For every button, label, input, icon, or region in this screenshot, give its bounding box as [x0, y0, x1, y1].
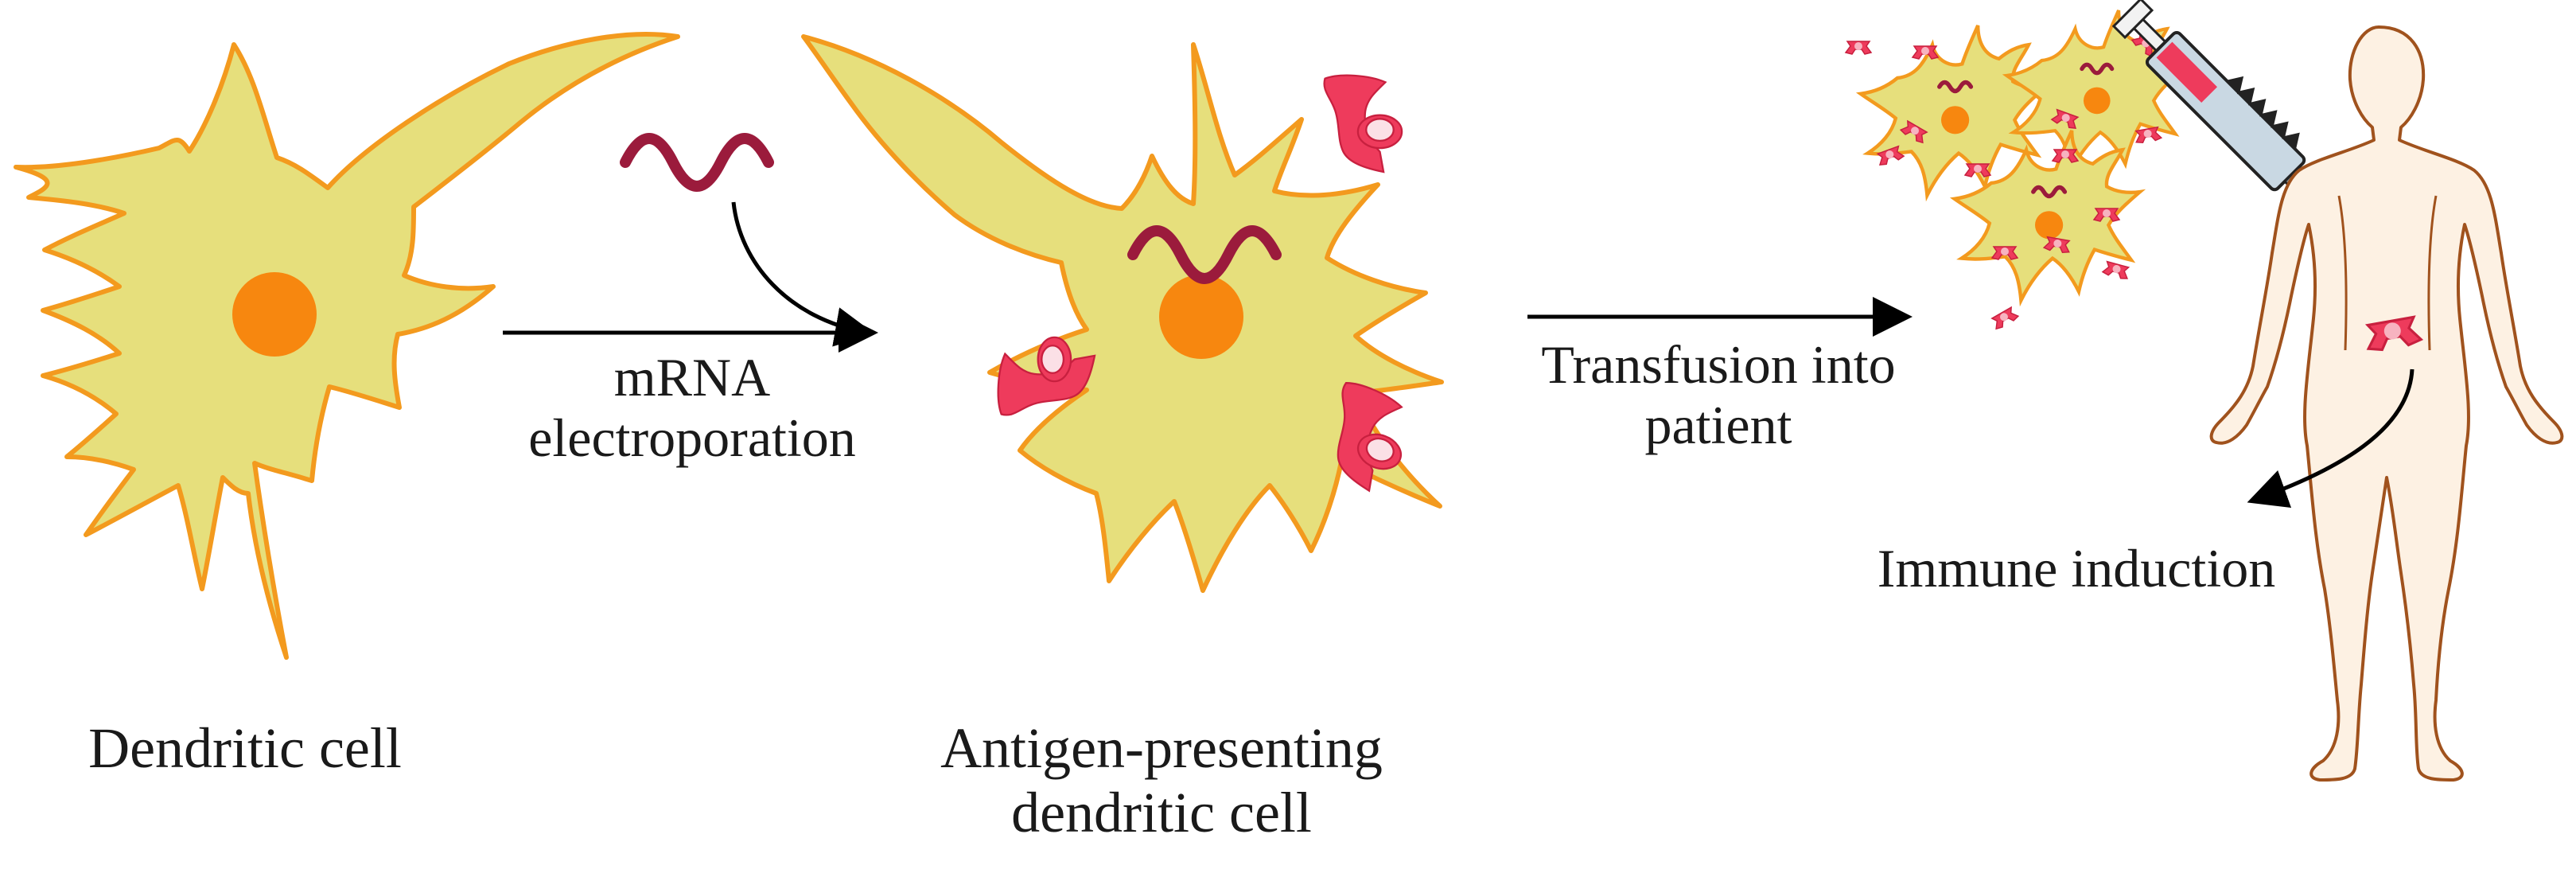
dendritic-cell-icon [14, 32, 680, 660]
human-body-icon [2209, 25, 2564, 782]
label-transfusion-line2: patient [1644, 395, 1792, 456]
label-apc-line2: dendritic cell [1011, 780, 1312, 844]
label-apc-line1: Antigen-presenting [940, 716, 1383, 780]
nucleus-icon [1159, 275, 1243, 359]
label-dendritic-cell: Dendritic cell [88, 716, 402, 780]
cell-cluster-icon [1845, 10, 2184, 331]
label-transfusion: Transfusion into patient [1496, 334, 1941, 455]
label-transfusion-line1: Transfusion into [1541, 334, 1896, 395]
antigen-icon [1323, 74, 1403, 173]
mrna-insertion-arrow [731, 201, 875, 347]
antigen-presenting-cell-icon [801, 34, 1444, 593]
mrna-icon [1127, 225, 1282, 284]
label-antigen-presenting-cell: Antigen-presenting dendritic cell [875, 716, 1448, 844]
nucleus-icon [232, 272, 317, 357]
mrna-icon [620, 133, 774, 192]
label-mrna-electroporation: mRNA electroporation [485, 347, 899, 468]
immune-induction-arrow [2247, 368, 2415, 509]
label-mrna: mRNA [613, 347, 771, 407]
label-electroporation: electroporation [528, 407, 856, 469]
label-immune-induction: Immune induction [1877, 538, 2276, 598]
